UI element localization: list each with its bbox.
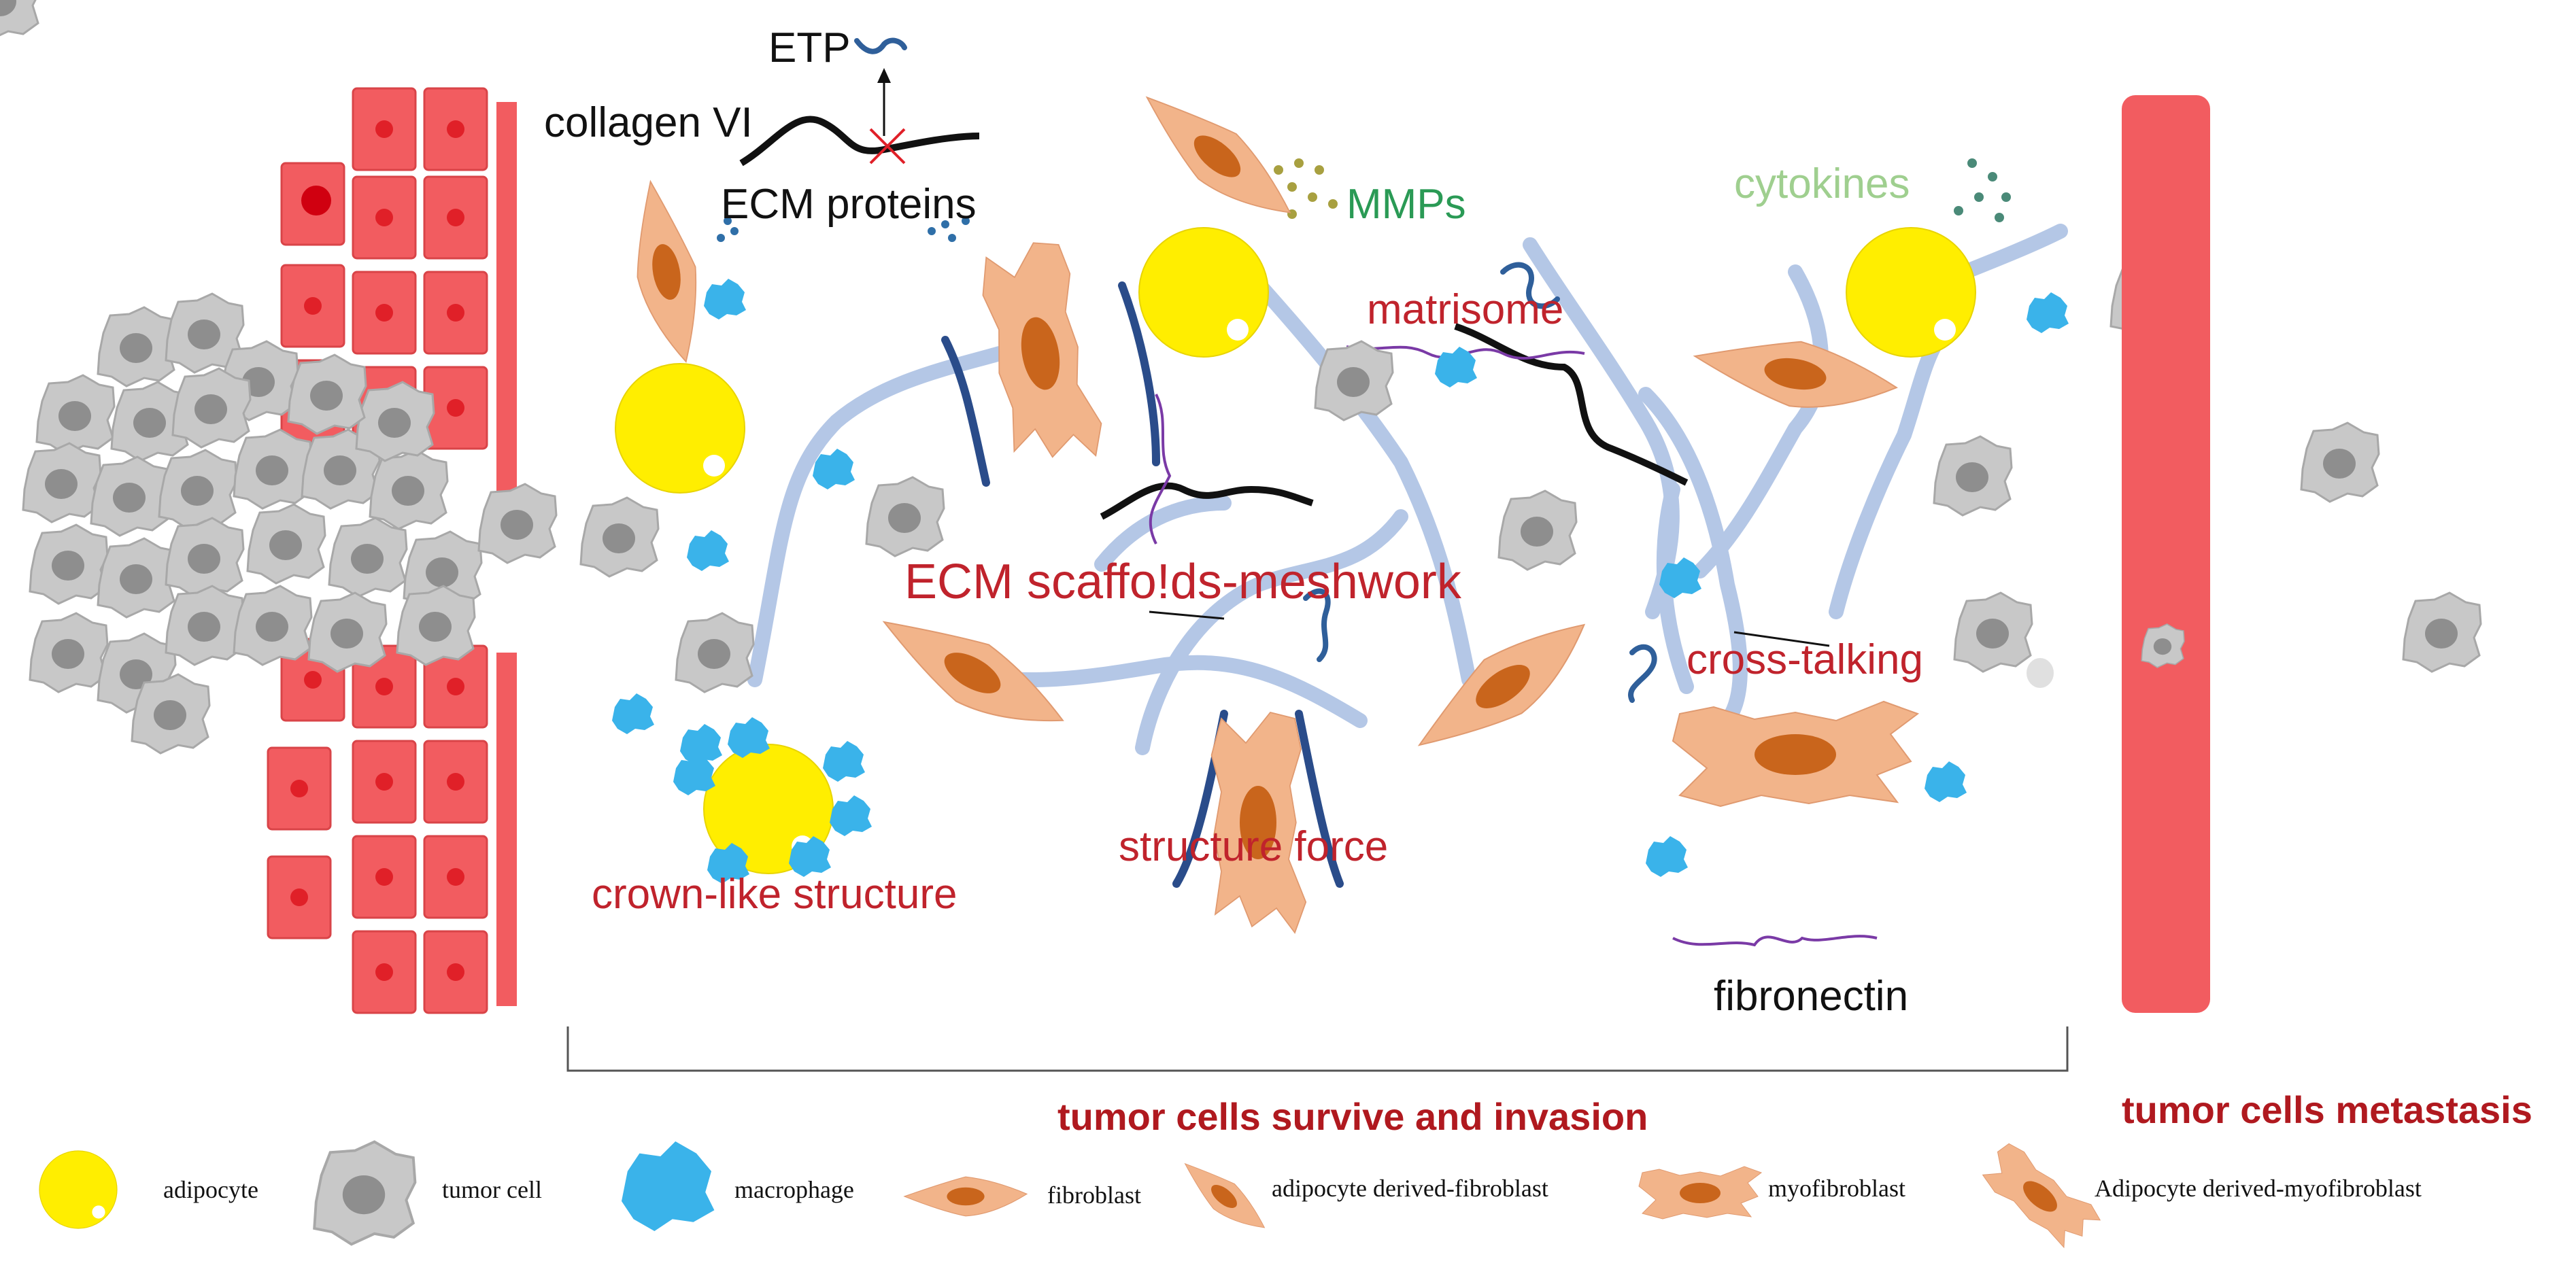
label-structure-force: structure force	[1119, 823, 1389, 870]
legend-label-adipocyte-derived-fibroblast: adipocyte derived-fibroblast	[1272, 1175, 1548, 1202]
cytokine-dots	[1954, 158, 2011, 222]
ecm-fiber-network	[747, 224, 2068, 755]
legend-adipo-myofibroblast-icon	[1976, 1136, 2105, 1256]
ecm-protein-dots	[717, 217, 970, 242]
legend-label-adipocyte-derived-myofibroblast: Adipocyte derived-myofibroblast	[2095, 1175, 2422, 1202]
legend-label-tumor-cell: tumor cell	[442, 1176, 542, 1203]
collagen-vi-lines	[739, 116, 1689, 520]
label-ecm-proteins: ECM proteins	[721, 181, 977, 228]
label-matrisome: matrisome	[1367, 286, 1564, 333]
etp-arrow	[869, 68, 906, 165]
label-survive-invasion: tumor cells survive and invasion	[1057, 1095, 1648, 1138]
legend-label-myofibroblast: myofibroblast	[1768, 1175, 1905, 1202]
legend-macrophage-icon	[622, 1141, 715, 1231]
legend-adipocyte-icon	[39, 1150, 118, 1229]
epithelial-cell-layer	[267, 87, 517, 1014]
label-fibronectin: fibronectin	[1714, 973, 1909, 1020]
legend-myofibroblast-icon	[1638, 1166, 1762, 1220]
interaction-lines	[1149, 610, 1830, 647]
ecm-protein-strands	[854, 37, 1657, 703]
label-etp: ETP	[768, 24, 851, 71]
small-cell	[2027, 658, 2054, 688]
label-metastasis: tumor cells metastasis	[2122, 1088, 2532, 1131]
legend-tumor-cell-icon	[313, 1140, 417, 1246]
label-collagen-vi: collagen VI	[544, 99, 753, 146]
label-crown-like-structure: crown-like structure	[592, 871, 957, 918]
label-cross-talking: cross-talking	[1687, 636, 1923, 683]
label-cytokines: cytokines	[1734, 160, 1910, 207]
legend-label-fibroblast: fibroblast	[1047, 1181, 1141, 1209]
blood-vessel	[2122, 95, 2210, 1013]
legend-label-adipocyte: adipocyte	[163, 1176, 258, 1203]
region-bracket	[566, 1026, 2069, 1072]
label-ecm-scaffolds: ECM scaffo!ds-meshwork	[904, 555, 1461, 609]
legend-adipo-fibroblast-icon	[1174, 1150, 1274, 1243]
label-mmps: MMPs	[1346, 181, 1466, 228]
legend-label-macrophage: macrophage	[734, 1176, 854, 1203]
legend-fibroblast-icon	[904, 1176, 1028, 1217]
